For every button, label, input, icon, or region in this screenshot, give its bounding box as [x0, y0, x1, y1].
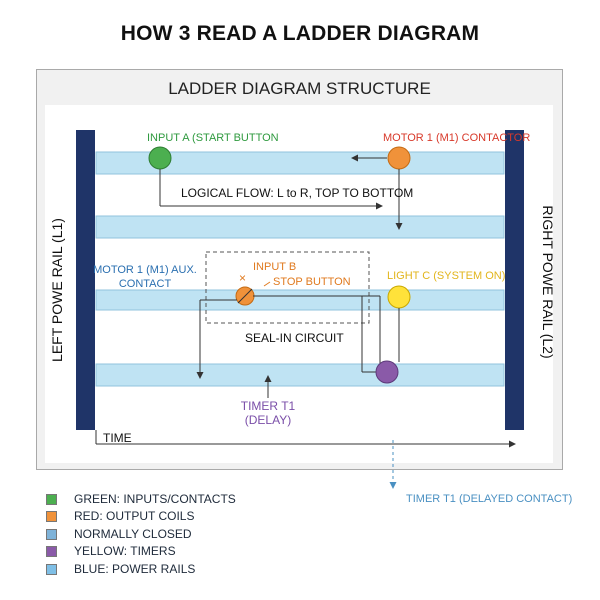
input-b-slash — [237, 288, 253, 304]
aux-contact-label-2: CONTACT — [119, 278, 172, 290]
logical-flow-label: LOGICAL FLOW: L to R, TOP TO BOTTOM — [181, 186, 413, 200]
timer-t1-coil — [375, 360, 399, 384]
legend-swatch — [46, 563, 57, 575]
legend-swatch — [46, 546, 57, 558]
legend-swatch — [46, 528, 57, 540]
input-a-contact — [148, 146, 172, 170]
legend-label: NORMALLY CLOSED — [74, 526, 192, 541]
right-power-rail — [505, 130, 524, 430]
rung-4 — [95, 363, 505, 387]
timer-label-2: (DELAY) — [245, 413, 291, 427]
time-axis-label: TIME — [103, 431, 132, 445]
seal-in-box — [205, 251, 370, 324]
seal-in-label: SEAL-IN CIRCUIT — [245, 331, 344, 345]
legend-label: RED: OUTPUT COILS — [74, 509, 195, 524]
light-c-coil — [387, 285, 411, 309]
page-title: HOW 3 READ A LADDER DIAGRAM — [120, 22, 480, 45]
input-b-label: INPUT B — [253, 261, 296, 273]
light-c-label: LIGHT C (SYSTEM ON) — [387, 270, 505, 282]
frame-title: LADDER DIAGRAM STRUCTURE — [168, 79, 431, 98]
rung-3 — [95, 289, 505, 311]
stop-button-label: STOP BUTTON — [273, 276, 351, 288]
legend-label: BLUE: POWER RAILS — [74, 561, 196, 576]
legend-swatch — [46, 494, 57, 505]
input-b-x-mark: × — [239, 271, 246, 285]
aux-contact-label-1: MOTOR 1 (M1) AUX. — [93, 264, 197, 276]
rung-2 — [95, 215, 505, 239]
input-b-pointer — [263, 281, 271, 287]
motor-contactor-label: MOTOR 1 (M1) CONTACTOR — [383, 132, 530, 144]
input-a-label: INPUT A (START BUTTON — [147, 132, 279, 144]
legend-swatch — [46, 511, 57, 523]
right-rail-label: RIGHT POWE RAIL (L2) — [540, 205, 556, 358]
timer-label-1: TIMER T1 — [241, 399, 296, 413]
left-rail-label: LEFT POWE RAIL (L1) — [49, 218, 65, 362]
legend-label: GREEN: INPUTS/CONTACTS — [74, 492, 236, 506]
motor-contactor-coil — [387, 146, 411, 170]
timer-delayed-label: TIMER T1 (DELAYED CONTACT) — [406, 493, 572, 505]
left-power-rail — [76, 130, 95, 430]
legend-label: YELLOW: TIMERS — [74, 544, 176, 559]
